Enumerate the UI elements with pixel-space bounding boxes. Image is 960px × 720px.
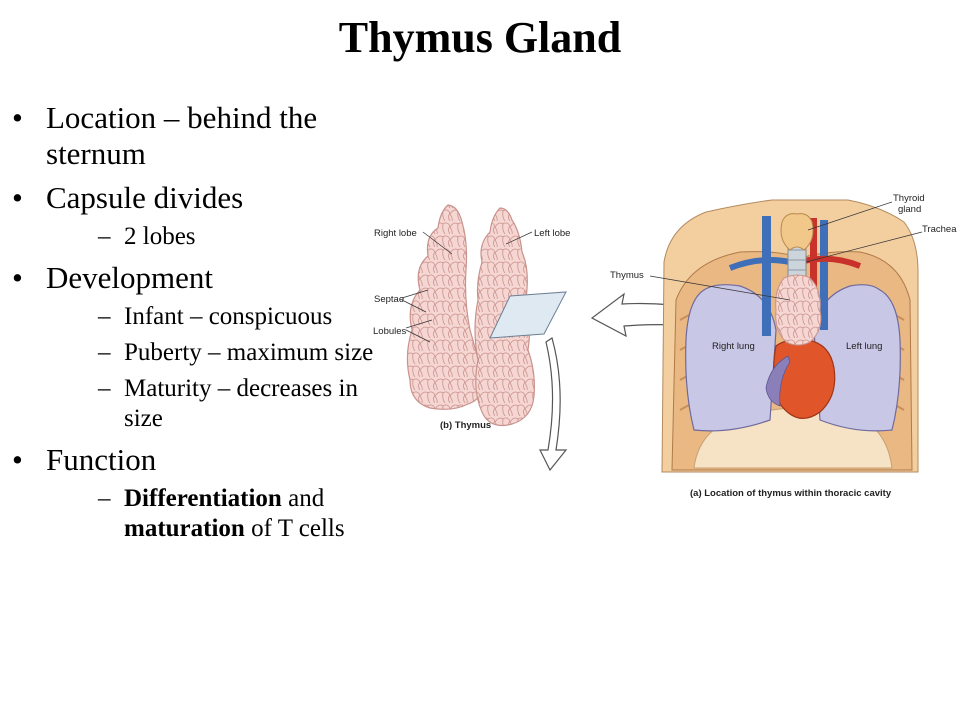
sub-bullet-item: –Differentiation and maturation of T cel…: [46, 484, 385, 544]
sub-bullet-marker: –: [98, 223, 111, 250]
bullet-marker: •: [12, 260, 23, 295]
label-thymus: Thymus: [610, 270, 644, 281]
down-arrow: [539, 337, 568, 472]
label-right-lung: Right lung: [712, 341, 755, 352]
figure-a: Thyroid gland Trachea Thymus Right lung …: [610, 193, 957, 499]
label-left-lung: Left lung: [846, 341, 882, 352]
leader-lobules-1: [405, 319, 433, 329]
vessel-branch-left: [728, 257, 791, 271]
bullet-item: • Location – behind the sternum: [10, 100, 385, 172]
thyroid-gland: [780, 213, 814, 251]
right-lung: [685, 284, 777, 432]
label-right-lobe: Right lobe: [374, 228, 417, 239]
bullet-text: Function: [46, 442, 157, 477]
sub-bullet-marker: –: [98, 485, 111, 512]
bullet-item: • Capsule divides –2 lobes: [10, 180, 385, 252]
label-thyroid-line-2: gland: [898, 204, 921, 215]
sub-bullet-text: and: [281, 485, 325, 512]
bullet-text: Development: [46, 260, 214, 295]
sub-bullet-marker: –: [98, 303, 111, 330]
sub-bullet-item: –Puberty – maximum size: [46, 338, 385, 368]
bullet-marker: •: [12, 180, 23, 215]
thymus-in-thorax: [775, 274, 822, 346]
slide-title: Thymus Gland: [338, 13, 622, 62]
sub-bullet-item: –2 lobes: [46, 222, 385, 252]
figure-b: Right lobe Left lobe Septae Lobules (b) …: [373, 204, 570, 472]
artery: [810, 218, 817, 330]
sub-bullet-list: –Infant – conspicuous–Puberty – maximum …: [46, 302, 385, 434]
bullet-text: Location – behind the sternum: [46, 100, 318, 171]
label-left-lobe: Left lobe: [534, 228, 570, 239]
leader-thyroid: [807, 201, 893, 231]
label-septae: Septae: [374, 294, 404, 305]
leader-trachea: [805, 231, 923, 263]
bullet-text: Capsule divides: [46, 180, 244, 215]
heart: [773, 339, 836, 419]
sub-bullet-list: –Differentiation and maturation of T cel…: [46, 484, 385, 544]
vein-left: [762, 216, 771, 336]
sub-bullet-text: Infant – conspicuous: [124, 303, 333, 330]
bullet-list: • Location – behind the sternum • Capsule d…: [10, 100, 385, 544]
sub-bullet-text: Puberty – maximum size: [124, 339, 374, 366]
heart-atrium: [765, 355, 791, 407]
sub-bullet-text: of T cells: [244, 515, 345, 542]
bullet-marker: •: [12, 442, 23, 477]
caption-b: (b) Thymus: [440, 420, 491, 431]
label-thyroid-line-1: Thyroid: [893, 193, 925, 204]
bullet-item: •Development–Infant – conspicuous–Pubert…: [10, 260, 385, 434]
sub-bullet-text: Maturity – decreases in size: [124, 375, 358, 432]
vein-right: [820, 220, 828, 330]
sub-bullet-item: –Maturity – decreases in size: [46, 374, 385, 434]
leader-thymus: [649, 275, 791, 301]
sub-bullet-marker: –: [98, 339, 111, 366]
sub-bullet-item: –Infant – conspicuous: [46, 302, 385, 332]
sub-bullet-text: 2 lobes: [124, 223, 196, 250]
left-lung: [813, 284, 901, 432]
bullet-item: • Function –Differentiation and maturation…: [10, 442, 385, 544]
leader-left-lobe: [505, 231, 533, 245]
thymus-right-lobe: [406, 204, 484, 410]
leader-lobules-2: [405, 329, 431, 343]
sub-bullet-marker: –: [98, 375, 111, 402]
leader-septae-1: [401, 289, 429, 299]
sub-bullet-text-bold: Differentiation: [124, 485, 282, 512]
label-lobules: Lobules: [373, 326, 407, 337]
section-plane: [489, 291, 567, 339]
sub-bullet-text-bold: maturation: [124, 515, 245, 542]
leader-septae-2: [401, 299, 427, 313]
caption-a: (a) Location of thymus within thoracic c…: [690, 488, 892, 499]
leader-right-lobe: [422, 231, 453, 255]
bullet-marker: •: [12, 100, 23, 135]
label-thyroid: Thyroid gland: [893, 193, 927, 215]
sub-bullet-list: –2 lobes: [46, 222, 385, 252]
label-trachea: Trachea: [922, 224, 957, 235]
